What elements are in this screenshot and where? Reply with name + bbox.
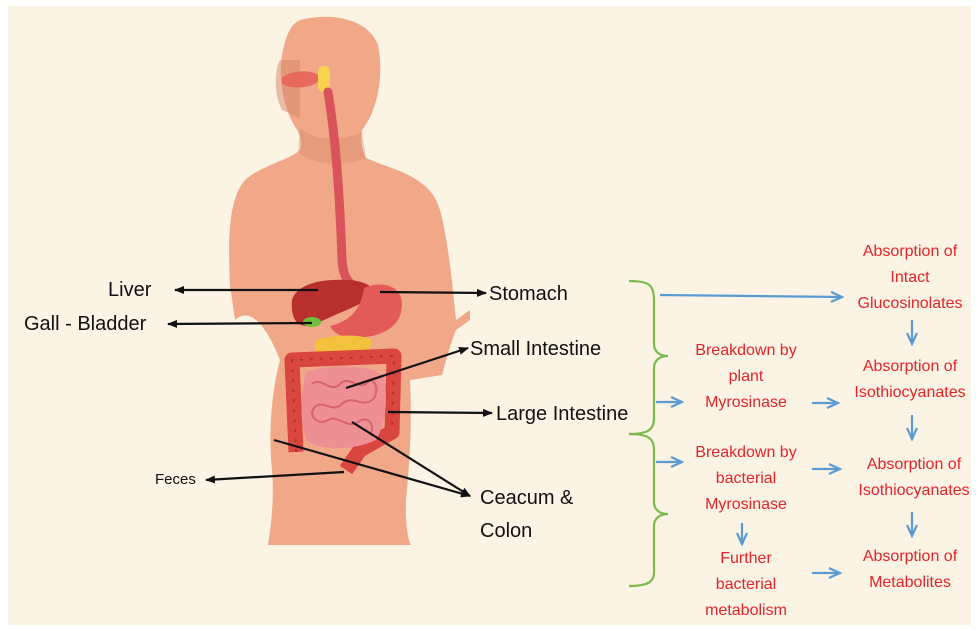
process-line: Intact xyxy=(845,265,975,291)
process-line: Absorption of xyxy=(849,452,979,478)
colon-label: Colon xyxy=(480,521,532,541)
stomach-arrow xyxy=(380,292,486,293)
process-line: metabolism xyxy=(676,598,816,624)
gall-bladder-label: Gall - Bladder xyxy=(24,314,146,334)
process-line: Breakdown by xyxy=(676,440,816,466)
absorption-intact-glucosinolates: Absorption of Intact Glucosinolates xyxy=(845,239,975,317)
stomach-label: Stomach xyxy=(489,284,568,304)
large-intestine-arrow xyxy=(388,412,492,413)
breakdown-bacterial-myrosinase: Breakdown by bacterial Myrosinase xyxy=(676,440,816,518)
further-bacterial-metabolism: Further bacterial metabolism xyxy=(676,546,816,624)
process-line: bacterial xyxy=(676,466,816,492)
process-line: Isothiocyanates xyxy=(845,380,975,406)
large-intestine-label: Large Intestine xyxy=(496,404,628,424)
gall-bladder-arrow xyxy=(168,323,312,324)
process-line: plant xyxy=(676,364,816,390)
liver-label: Liver xyxy=(108,280,151,300)
absorption-isothiocyanates-1: Absorption of Isothiocyanates xyxy=(845,354,975,406)
process-line: Absorption of xyxy=(845,354,975,380)
process-line: Absorption of xyxy=(845,239,975,265)
process-line: Metabolites xyxy=(845,570,975,596)
small-intestine-label: Small Intestine xyxy=(470,339,601,359)
process-line: Breakdown by xyxy=(676,338,816,364)
process-line: Absorption of xyxy=(845,544,975,570)
breakdown-plant-myrosinase: Breakdown by plant Myrosinase xyxy=(676,338,816,416)
process-line: bacterial xyxy=(676,572,816,598)
absorption-metabolites: Absorption of Metabolites xyxy=(845,544,975,596)
process-line: Glucosinolates xyxy=(845,291,975,317)
process-line: Myrosinase xyxy=(676,390,816,416)
process-line: Isothiocyanates xyxy=(849,478,979,504)
process-line: Further xyxy=(676,546,816,572)
feces-label: Feces xyxy=(155,472,196,487)
ceacum-label: Ceacum & xyxy=(480,488,573,508)
absorption-isothiocyanates-2: Absorption of Isothiocyanates xyxy=(849,452,979,504)
process-line: Myrosinase xyxy=(676,492,816,518)
